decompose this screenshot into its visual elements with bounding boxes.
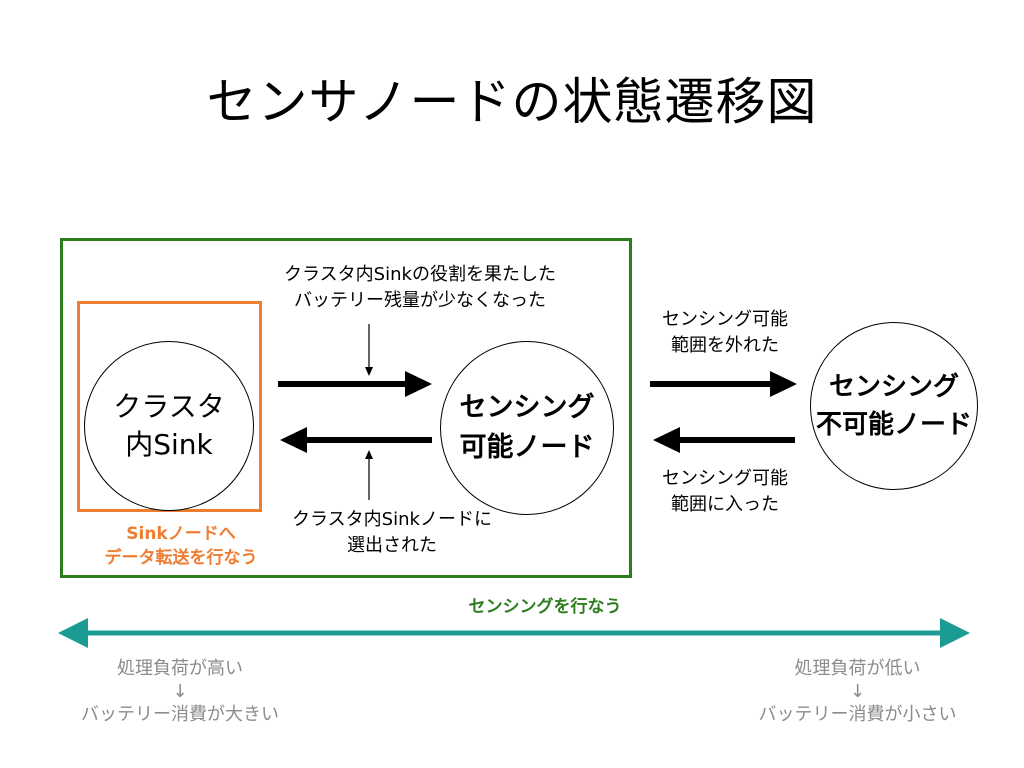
scale-left-arrow: ↓ [172, 681, 188, 702]
label-bottom-transition-line2: 選出された [347, 535, 437, 556]
label-top-transition: クラスタ内Sinkの役割を果たした バッテリー残量が少なくなった [262, 262, 578, 314]
label-into-range: センシング可能 範囲に入った [640, 466, 810, 518]
label-sink-role-line2: データ転送を行なう [104, 548, 258, 568]
label-sink-role-line1: Sinkノードへ [126, 524, 236, 544]
annotation-arrow-up [365, 450, 373, 500]
arrow-sink-to-capable [278, 371, 432, 397]
scale-left-line2: バッテリー消費が大きい [81, 704, 279, 725]
label-out-of-range-line1: センシング可能 [662, 309, 788, 330]
label-out-of-range: センシング可能 範囲を外れた [640, 307, 810, 359]
node-sensing-incapable-line1: センシング [828, 372, 959, 402]
node-sensing-incapable-line2: 不可能ノード [815, 410, 972, 440]
node-cluster-sink-line2: 内Sink [125, 428, 213, 461]
scale-left-line1: 処理負荷が高い [117, 658, 243, 679]
label-into-range-line1: センシング可能 [662, 468, 788, 489]
node-sensing-capable: センシング 可能ノード [440, 341, 614, 515]
scale-right-line2: バッテリー消費が小さい [758, 704, 957, 725]
label-top-transition-line2: バッテリー残量が少なくなった [294, 290, 546, 311]
node-cluster-sink: クラスタ 内Sink [84, 341, 254, 511]
label-bottom-transition-line1: クラスタ内Sinkノードに [292, 509, 492, 530]
label-bottom-transition: クラスタ内Sinkノードに 選出された [282, 507, 502, 559]
label-sensing-role: センシングを行なう [468, 597, 622, 617]
label-into-range-line2: 範囲に入った [671, 494, 779, 515]
scale-right-arrow: ↓ [849, 681, 866, 702]
label-out-of-range-line2: 範囲を外れた [671, 335, 779, 356]
slide-title: センサノードの状態遷移図 [206, 73, 818, 131]
node-sensing-incapable: センシング 不可能ノード [810, 322, 978, 490]
label-top-transition-line1: クラスタ内Sinkの役割を果たした [284, 264, 556, 285]
scale-right-annotation: 処理負荷が低い ↓ バッテリー消費が小さい [735, 656, 980, 728]
sensing-group-box [60, 238, 632, 578]
scale-left-annotation: 処理負荷が高い ↓ バッテリー消費が大きい [60, 656, 300, 728]
arrow-capable-to-sink [280, 427, 432, 453]
load-scale-arrow [58, 618, 970, 648]
label-sink-role: Sinkノードへ データ転送を行なう [76, 522, 286, 570]
annotation-arrow-down [365, 324, 373, 376]
node-cluster-sink-line1: クラスタ [113, 390, 225, 423]
node-sensing-capable-line1: センシング [459, 392, 595, 423]
node-sensing-capable-line2: 可能ノード [459, 432, 595, 463]
scale-right-line1: 処理負荷が低い [794, 658, 921, 679]
arrow-incapable-to-capable [653, 427, 795, 453]
arrow-capable-to-incapable [650, 371, 797, 397]
